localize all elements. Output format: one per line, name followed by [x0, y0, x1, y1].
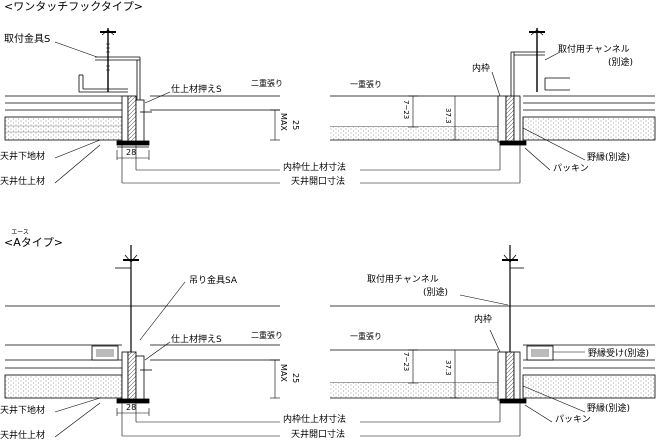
left-ceiling-boards-2 — [4, 305, 280, 399]
hanging-hardware-left — [78, 28, 141, 100]
section-one-touch-hook — [4, 28, 656, 184]
right-dimension-lines — [360, 95, 521, 184]
label-ceiling-opening-dim: 天井開口寸法 — [291, 177, 346, 187]
label-max-2: MAX — [279, 364, 288, 382]
label-inner-finish-dim-2: 内枠仕上材寸法 — [283, 415, 347, 425]
label-inner-frame: 内枠 — [472, 64, 491, 74]
leader-lines-left-1 — [54, 41, 171, 184]
label-hanging-hardware: 取付金具S — [4, 34, 51, 45]
section-a-type — [4, 245, 656, 438]
label-max: MAX — [279, 113, 288, 131]
inner-frame-left — [116, 95, 152, 148]
title-suffix: タイプ> — [20, 236, 63, 249]
label-dim-28: 28 — [126, 148, 137, 157]
label-hanging-hardware-2: 吊り金具SA — [189, 276, 238, 286]
label-mounting-channel-note-2: (別途) — [423, 288, 449, 298]
left-dimension-lines — [116, 109, 280, 184]
label-double-layer: 二重張り — [251, 79, 283, 88]
label-gasket-2: パッキン — [555, 415, 591, 425]
label-inner-finish-dim: 内枠仕上材寸法 — [283, 163, 347, 173]
label-finish-clamp-2: 仕上材押えS — [171, 335, 222, 345]
label-ceiling-finish: 天井仕上材 — [0, 177, 46, 187]
leader-lines-right-1 — [491, 51, 586, 171]
hanging-hardware-right — [510, 28, 570, 96]
label-ceiling-opening-dim-2: 天井開口寸法 — [291, 430, 346, 440]
label-dim-37-3: 37.3 — [444, 108, 452, 124]
label-edge-receiver: 野縁受け(別途) — [588, 349, 650, 359]
inner-frame-right — [497, 95, 527, 146]
label-dim-7-23: 7~23 — [402, 100, 410, 120]
label-mounting-channel: 取付用チャンネル — [558, 45, 630, 55]
label-dim-25-2: 25 — [291, 373, 300, 384]
label-double-layer-2: 二重張り — [251, 331, 283, 340]
left-dimension-lines-2 — [116, 359, 280, 437]
label-dim-28-2: 28 — [126, 403, 137, 412]
label-gasket: パッキン — [553, 164, 589, 174]
title-ruby: エース — [11, 229, 29, 236]
label-dim-37-3-2: 37.3 — [444, 360, 452, 376]
label-single-layer-2: 一重張り — [350, 332, 382, 341]
label-inner-frame-2: 内枠 — [474, 315, 493, 325]
hanging-rod-left — [115, 245, 139, 352]
label-dim-25: 25 — [291, 120, 300, 131]
hanging-rod-right — [502, 245, 524, 352]
leader-lines-right-2 — [459, 294, 586, 423]
inner-frame-left-2 — [116, 351, 152, 404]
title-letter: A — [13, 236, 21, 249]
leader-lines-left-2 — [54, 281, 186, 438]
label-mounting-channel-2: 取付用チャンネル — [367, 275, 439, 285]
label-single-layer: 一重張り — [350, 80, 382, 89]
label-edge-trim-2: 野縁(別途) — [587, 404, 631, 414]
label-dim-7-23-2: 7~23 — [402, 352, 410, 372]
label-ceiling-finish-2: 天井仕上材 — [0, 431, 46, 441]
title-prefix: < — [4, 236, 14, 249]
label-ceiling-base-2: 天井下地材 — [0, 406, 46, 416]
label-ceiling-base: 天井下地材 — [0, 152, 46, 162]
section-title-one-touch: <ワンタッチフックタイプ> — [4, 0, 143, 13]
inner-frame-right-2 — [497, 351, 527, 404]
label-finish-clamp: 仕上材押えS — [171, 85, 222, 95]
right-ceiling-boards — [330, 95, 656, 141]
label-mounting-channel-note: (別途) — [608, 58, 634, 68]
right-ceiling-boards-2 — [330, 305, 656, 399]
label-edge-trim: 野縁(別途) — [587, 153, 631, 163]
right-dimension-lines-2 — [360, 349, 521, 437]
